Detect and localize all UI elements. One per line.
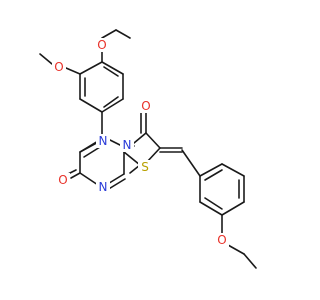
bond [145, 132, 161, 149]
bond [79, 98, 103, 113]
bond [101, 98, 124, 113]
bond [39, 53, 53, 65]
ethoxyphenyl-ring [199, 163, 245, 216]
structure-svg: O O N N O S O N O [39, 29, 257, 269]
bond [101, 29, 117, 39]
bond [65, 67, 81, 75]
bond [109, 139, 121, 146]
double-bond [204, 169, 223, 181]
oxygen-atom-label: O [217, 233, 226, 247]
molecule-structure: O O N N O S O N O [39, 29, 257, 269]
nitrogen-atom-label: N [99, 134, 108, 148]
double-bond [103, 66, 119, 77]
bond [221, 201, 245, 216]
oxygen-atom-label: O [58, 173, 67, 187]
sulfur-atom-label: S [141, 160, 149, 174]
bond [221, 163, 245, 177]
oxygen-atom-label: O [54, 60, 63, 74]
bond [123, 151, 141, 166]
bond [227, 244, 245, 255]
bond [70, 172, 81, 179]
dimethoxyphenyl-ring [79, 61, 124, 113]
oxygen-atom-label: O [141, 99, 150, 113]
double-bond [79, 140, 99, 153]
methoxy-groups [39, 29, 131, 75]
nitrogen-atom-label: N [99, 180, 108, 194]
bond [115, 29, 131, 39]
atom-labels: O O N N O S O N O [52, 38, 229, 247]
bond [199, 201, 223, 216]
nitrogen-atom-label: N [123, 138, 132, 152]
oxygen-atom-label: O [97, 38, 106, 52]
bond [79, 61, 103, 75]
bond [79, 172, 99, 186]
bond [101, 61, 124, 75]
bond [243, 253, 257, 269]
bond [133, 132, 147, 144]
bond [199, 163, 223, 177]
double-bond [83, 146, 101, 158]
bond [181, 149, 201, 177]
double-bond [204, 197, 223, 210]
double-bond [103, 96, 119, 108]
